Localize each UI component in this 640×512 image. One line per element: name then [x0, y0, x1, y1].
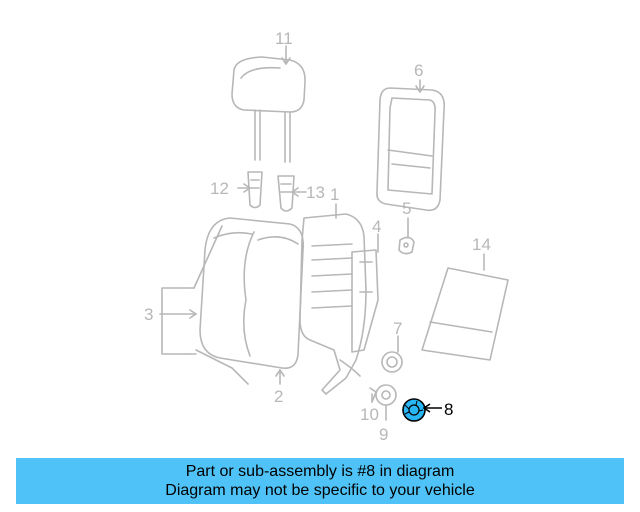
callout-11: 11 — [275, 29, 293, 48]
headrest-guide-left-part[interactable] — [247, 171, 263, 209]
callout-5: 5 — [402, 199, 411, 218]
callout-8: 8 — [444, 400, 453, 419]
callout-10: 10 — [360, 405, 379, 424]
washer-part[interactable] — [375, 384, 397, 406]
knob-part[interactable] — [381, 351, 403, 373]
rear-panel-part[interactable] — [421, 267, 509, 361]
clip-part[interactable] — [398, 236, 415, 255]
banner-line-2: Diagram may not be specific to your vehi… — [165, 482, 475, 499]
callout-3: 3 — [144, 305, 153, 324]
callout-9: 9 — [379, 425, 388, 444]
info-banner: Part or sub-assembly is #8 in diagram Di… — [16, 458, 624, 504]
callout-8-leader — [422, 403, 442, 413]
backrest-frame-part[interactable] — [376, 87, 446, 212]
callout-7: 7 — [393, 319, 402, 338]
callout-4: 4 — [372, 217, 381, 236]
seat-wire-part[interactable] — [193, 225, 249, 385]
leader-lines — [159, 45, 485, 421]
callout-14: 14 — [472, 235, 491, 254]
grommet-part-highlighted[interactable] — [402, 398, 426, 422]
seat-frame-part[interactable] — [299, 213, 367, 395]
info-banner-bg — [16, 458, 624, 504]
headrest-part[interactable] — [231, 56, 306, 163]
callout-6: 6 — [414, 61, 423, 80]
screw-part[interactable] — [369, 387, 377, 403]
side-frame-part[interactable] — [351, 249, 379, 353]
callout-1: 1 — [330, 185, 339, 204]
callout-13: 13 — [306, 183, 325, 202]
callout-2: 2 — [274, 387, 283, 406]
callout-12: 12 — [210, 179, 229, 198]
headrest-guide-right-part[interactable] — [277, 175, 295, 212]
banner-line-1: Part or sub-assembly is #8 in diagram — [185, 463, 455, 480]
